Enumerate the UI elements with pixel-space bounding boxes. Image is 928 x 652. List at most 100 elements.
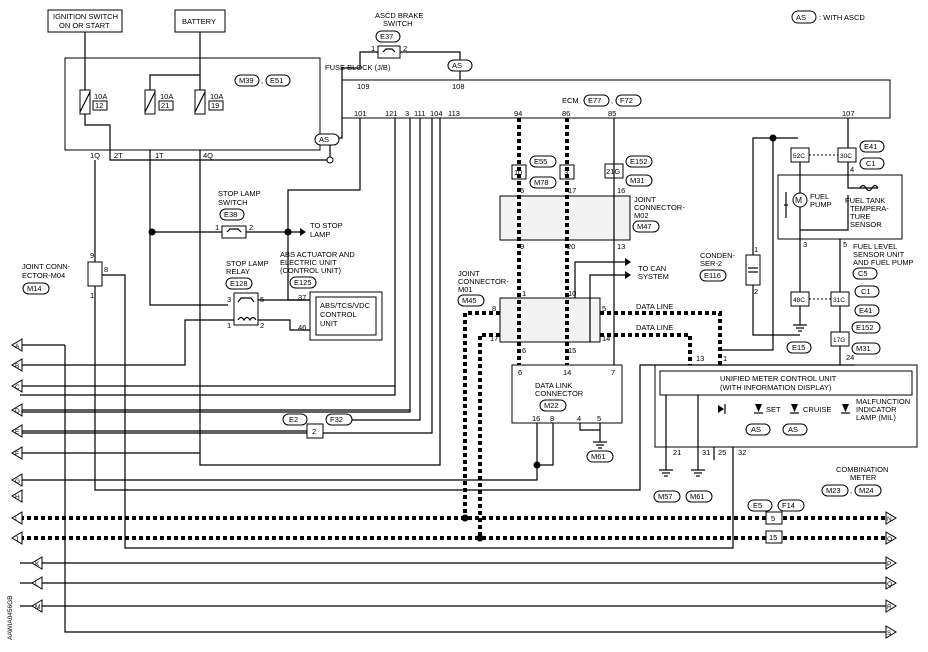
ascd-brake-switch: ASCD BRAKE SWITCH E37 1 2 <box>371 11 423 59</box>
fuel-pump-unit: 52C 30C E41 C1 4 M FUEL PUMP FUEL TANK T… <box>777 118 914 280</box>
svg-text:MALFUNCTION: MALFUNCTION <box>856 397 910 406</box>
joint-connector-m02: 6 17 9 20 13 JOINT CONNECTOR- M02 M47 <box>499 186 685 251</box>
svg-text:STOP LAMP: STOP LAMP <box>226 259 269 268</box>
svg-text:8: 8 <box>104 265 108 274</box>
svg-text:FUEL TANK: FUEL TANK <box>845 196 885 205</box>
svg-text:(WITH INFORMATION DISPLAY): (WITH INFORMATION DISPLAY) <box>720 383 832 392</box>
stop-lamp-switch: STOP LAMP SWITCH E38 1 2 <box>215 189 261 239</box>
svg-text:16: 16 <box>617 186 625 195</box>
svg-text:F: F <box>15 451 19 458</box>
svg-text:5: 5 <box>843 240 847 249</box>
ecm: 109 108 ECM E77 , F72 101 121 3 111 104 … <box>341 79 891 119</box>
svg-text:111: 111 <box>414 109 425 118</box>
svg-text:E77: E77 <box>588 96 601 105</box>
joint-connector-m01: JOINT CONNECTOR- M01 M45 8 1 10 5 17 14 … <box>457 269 610 355</box>
arrow-k <box>31 556 43 570</box>
abs-actuator: ABS ACTUATOR AND ELECTRIC UNIT (CONTROL … <box>280 250 383 341</box>
svg-text:ASCD BRAKE: ASCD BRAKE <box>375 11 423 20</box>
svg-text:TO STOP: TO STOP <box>310 221 343 230</box>
svg-text:CONDEN-: CONDEN- <box>700 251 736 260</box>
svg-text:F72: F72 <box>620 96 633 105</box>
ecm-label: ECM <box>562 96 579 105</box>
svg-text:9: 9 <box>90 251 94 260</box>
svg-text:E51: E51 <box>270 76 283 85</box>
svg-text:DATA LINK: DATA LINK <box>535 381 572 390</box>
svg-text:SWITCH: SWITCH <box>218 198 248 207</box>
svg-text:SENSOR UNIT: SENSOR UNIT <box>853 250 905 259</box>
svg-text:5: 5 <box>597 414 601 423</box>
svg-text:30C: 30C <box>840 153 852 160</box>
svg-text:E2: E2 <box>289 415 298 424</box>
legend-badge-text: AS <box>796 13 806 22</box>
svg-text:AS: AS <box>788 425 798 434</box>
arrow-n <box>885 511 897 525</box>
svg-text:1: 1 <box>227 321 231 330</box>
arrow-i <box>11 511 23 525</box>
svg-text:E37: E37 <box>380 32 393 41</box>
fuel-lower-connectors: 48C 31C C1 E41 E152 17G M31 24 E15 <box>786 285 881 362</box>
svg-text:12: 12 <box>95 101 103 110</box>
svg-text:31C: 31C <box>833 297 845 304</box>
svg-text:E128: E128 <box>230 279 248 288</box>
svg-text:M: M <box>795 195 802 205</box>
svg-text:M31: M31 <box>630 176 645 185</box>
svg-text:CONNECTOR-: CONNECTOR- <box>458 277 509 286</box>
svg-text:2: 2 <box>312 427 316 436</box>
joint-connector-m04: JOINT CONN- ECTOR-M04 M14 9 8 1 <box>22 251 108 300</box>
svg-text:P: P <box>887 561 891 568</box>
right-arrows: N O P Q R S <box>885 511 897 639</box>
svg-text:6: 6 <box>518 368 522 377</box>
svg-text:10A: 10A <box>160 92 173 101</box>
svg-text:G: G <box>15 478 20 485</box>
fuse-block: 10A 12 10A 21 10A 19 1Q 2T 1T 4Q FUSE BL… <box>64 32 391 160</box>
svg-text:21: 21 <box>161 101 169 110</box>
ignition-label-2: ON OR START <box>59 21 110 30</box>
svg-text:86: 86 <box>562 109 570 118</box>
svg-text:1: 1 <box>522 289 526 298</box>
svg-text:3: 3 <box>405 109 409 118</box>
svg-text:K: K <box>35 561 40 568</box>
arrow-h <box>11 489 23 503</box>
arrow-r <box>885 599 897 613</box>
svg-text:M24: M24 <box>859 486 874 495</box>
svg-text:C1: C1 <box>866 159 876 168</box>
svg-text:J: J <box>15 536 18 543</box>
svg-text:M23: M23 <box>826 486 841 495</box>
data-line-b: DATA LINE <box>636 323 673 332</box>
svg-text:108: 108 <box>452 82 465 91</box>
svg-text:10A: 10A <box>94 92 107 101</box>
e5-f14-connector: E5 F14 5 15 <box>747 499 805 544</box>
svg-text:6: 6 <box>520 186 524 195</box>
arrow-b <box>11 358 23 372</box>
svg-text:2: 2 <box>249 223 253 232</box>
svg-text:H: H <box>15 494 20 501</box>
svg-text:5: 5 <box>602 304 606 313</box>
svg-text:RELAY: RELAY <box>226 267 250 276</box>
svg-text:M78: M78 <box>534 178 549 187</box>
svg-text:FUEL LEVEL: FUEL LEVEL <box>853 242 897 251</box>
svg-text:AS: AS <box>751 425 761 434</box>
svg-text:14: 14 <box>602 334 610 343</box>
svg-text:E41: E41 <box>864 142 877 151</box>
svg-text:M61: M61 <box>690 492 705 501</box>
svg-text:E116: E116 <box>704 271 721 280</box>
svg-text:24: 24 <box>846 353 854 362</box>
svg-text:13: 13 <box>696 354 704 363</box>
svg-text:UNIT: UNIT <box>320 319 338 328</box>
svg-text:113: 113 <box>448 109 460 118</box>
svg-text:19: 19 <box>211 101 219 110</box>
svg-text:52C: 52C <box>793 153 805 160</box>
svg-text:SYSTEM: SYSTEM <box>638 272 669 281</box>
svg-text:E41: E41 <box>859 306 872 315</box>
svg-text:E125: E125 <box>294 278 312 287</box>
svg-text:ECTOR-M04: ECTOR-M04 <box>22 271 65 280</box>
svg-text:2T: 2T <box>114 151 123 160</box>
ignition-label-1: IGNITION SWITCH <box>53 12 118 21</box>
svg-text:METER: METER <box>850 473 877 482</box>
svg-text:E38: E38 <box>224 210 237 219</box>
svg-text:109: 109 <box>357 82 370 91</box>
svg-text:STOP LAMP: STOP LAMP <box>218 189 261 198</box>
svg-text:M: M <box>35 604 40 611</box>
svg-text:LAMP (MIL): LAMP (MIL) <box>856 413 896 422</box>
arrow-j <box>11 531 23 545</box>
